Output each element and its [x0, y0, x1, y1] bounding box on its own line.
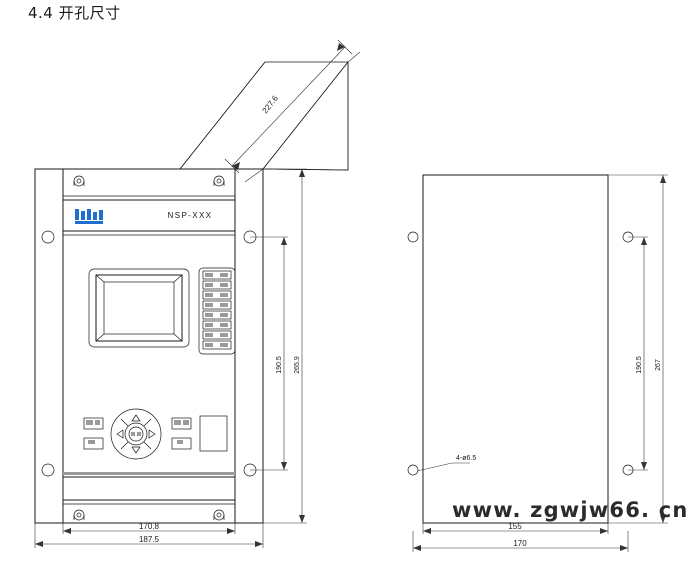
panel-cutout-view: 4-ø6.5 190.5 267 155 — [407, 174, 668, 552]
led-row — [202, 340, 232, 350]
dimension-267-cutout: 267 — [608, 174, 668, 524]
led-indicator-strip — [198, 267, 236, 355]
button-left-top — [83, 417, 104, 430]
button-right-top — [171, 417, 192, 430]
mounting-hole — [41, 230, 55, 244]
led-row — [202, 290, 232, 300]
dimension-267-cutout-label: 267 — [655, 359, 662, 371]
front-panel-view: NSP-XXX — [34, 168, 307, 548]
cutout-rect — [422, 174, 609, 524]
dimension-190-5-cutout-label: 190.5 — [636, 356, 643, 374]
mounting-hole — [407, 464, 419, 476]
front-flange-holes — [41, 230, 257, 477]
dimension-170-8-front: 170.8 — [62, 522, 236, 534]
cutout-holes — [407, 231, 634, 476]
led-row — [202, 310, 232, 320]
dimension-265-9-front-label: 265.9 — [294, 356, 301, 374]
arrow-up-icon — [131, 414, 141, 422]
hole-callout: 4-ø6.5 — [416, 455, 476, 472]
arrow-right-icon — [148, 429, 156, 439]
dimension-155-cutout: 155 — [422, 522, 609, 534]
bottom-screws — [73, 509, 225, 521]
nari-logo — [75, 209, 103, 224]
led-row — [202, 300, 232, 310]
dimension-187-5-front: 187.5 — [34, 523, 264, 548]
dimension-170-cutout-label: 170 — [513, 539, 527, 548]
depth-dimension-227: 227.6 — [224, 39, 361, 183]
arrow-down-icon — [131, 446, 141, 454]
dimension-155-cutout-label: 155 — [508, 522, 522, 531]
isometric-view: 227.6 — [179, 39, 361, 183]
dimension-190-5-front-label: 190.5 — [276, 356, 283, 374]
top-screws — [73, 175, 225, 187]
led-row — [202, 270, 232, 280]
watermark: www. zgwjw66. cn — [452, 498, 689, 522]
dimension-190-5-front: 190.5 — [250, 236, 288, 471]
dimension-170-cutout: 170 — [412, 531, 629, 552]
button-right-bottom — [171, 437, 192, 450]
dimension-265-9-front: 265.9 — [263, 168, 307, 524]
hole-callout-label: 4-ø6.5 — [456, 455, 476, 462]
dimension-depth-label: 227.6 — [260, 93, 280, 115]
keypad — [83, 408, 228, 460]
led-row — [202, 320, 232, 330]
led-row — [202, 330, 232, 340]
button-left-bottom — [83, 437, 104, 450]
dimension-190-5-cutout: 190.5 — [628, 236, 648, 471]
blank-keypad-panel — [199, 415, 228, 452]
dimension-187-5-front-label: 187.5 — [139, 535, 160, 544]
page-title: 4.4 开孔尺寸 — [28, 4, 121, 22]
mounting-hole — [41, 463, 55, 477]
arrow-left-icon — [116, 429, 124, 439]
dpad-navigation — [110, 408, 162, 460]
lcd-display — [88, 268, 190, 348]
model-label: NSP-XXX — [168, 211, 213, 220]
mounting-hole — [407, 231, 419, 243]
led-row — [202, 280, 232, 290]
dimension-170-8-front-label: 170.8 — [139, 522, 160, 531]
